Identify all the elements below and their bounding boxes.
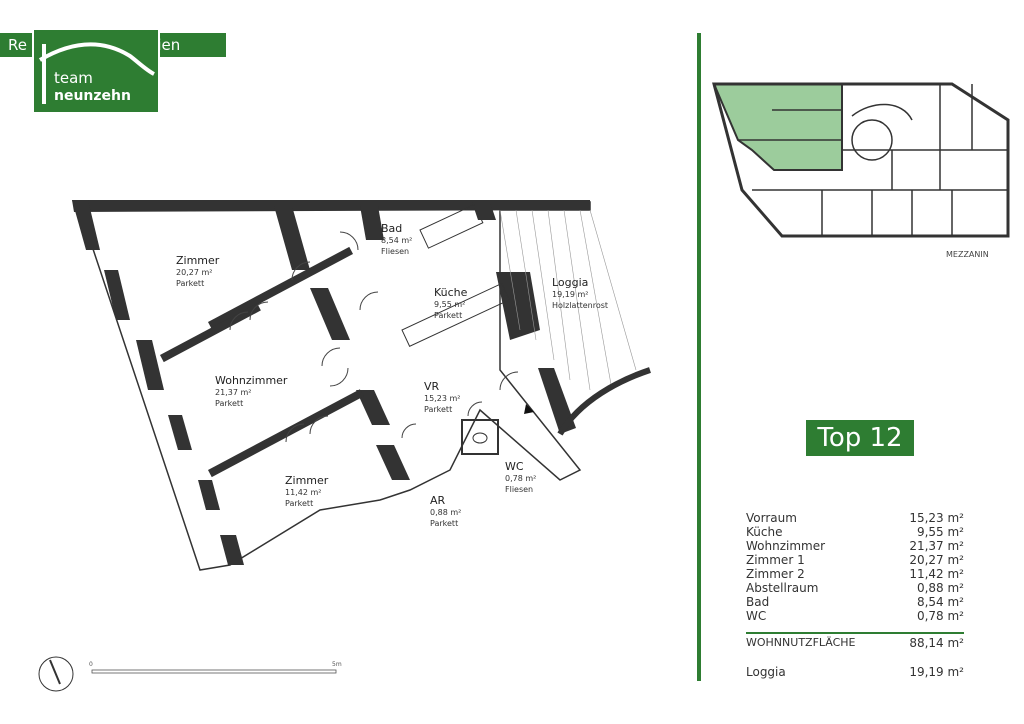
area-label: Vorraum	[746, 511, 797, 525]
room-loggia: Loggia 19,19 m² Holzlattenrost	[552, 276, 608, 311]
room-floor: Parkett	[285, 499, 314, 508]
room-ar: AR 0,88 m² Parkett	[430, 494, 461, 529]
room-floor: Holzlattenrost	[552, 301, 609, 310]
scale-end: 5m	[332, 661, 342, 668]
room-area: 21,37 m²	[215, 388, 252, 397]
unit-title: Top 12	[806, 420, 914, 456]
room-wohnzimmer: Wohnzimmer 21,37 m² Parkett	[215, 374, 287, 409]
room-name: VR	[424, 380, 440, 393]
area-value: 8,54 m²	[916, 595, 964, 609]
room-area: 20,27 m²	[176, 268, 213, 277]
room-floor: Fliesen	[381, 247, 410, 256]
header-text-left: Re	[8, 36, 27, 54]
key-plan	[712, 82, 1010, 238]
loggia-value: 19,19 m²	[909, 665, 964, 679]
room-floor: Fliesen	[505, 485, 534, 494]
area-value: 15,23 m²	[909, 511, 964, 525]
room-name: WC	[505, 460, 524, 473]
room-kueche: Küche 9,55 m² Parkett	[434, 286, 467, 321]
scale-bar	[91, 669, 337, 674]
room-name: Küche	[434, 286, 468, 299]
room-zimmer-1: Zimmer 20,27 m² Parkett	[176, 254, 219, 289]
room-zimmer-2: Zimmer 11,42 m² Parkett	[285, 474, 328, 509]
area-label: WC	[746, 609, 767, 623]
total-rule	[746, 632, 964, 634]
room-area: 0,78 m²	[505, 474, 537, 483]
room-name: AR	[430, 494, 446, 507]
total-value: 88,14 m²	[909, 636, 964, 650]
room-bad: Bad 8,54 m² Fliesen	[381, 222, 412, 257]
room-wc: WC 0,78 m² Fliesen	[505, 460, 536, 495]
area-value: 0,78 m²	[916, 609, 964, 623]
north-arrow-icon	[38, 656, 74, 692]
area-value: 0,88 m²	[916, 581, 964, 595]
room-name: Loggia	[552, 276, 589, 289]
divider	[697, 33, 701, 681]
area-value: 11,42 m²	[909, 567, 964, 581]
room-floor: Parkett	[424, 405, 453, 414]
total-label: WOHNNUTZFLÄCHE	[746, 636, 856, 649]
scale-start: 0	[89, 661, 93, 668]
room-floor: Parkett	[434, 311, 463, 320]
room-area: 15,23 m²	[424, 394, 461, 403]
room-floor: Parkett	[430, 519, 459, 528]
area-value: 9,55 m²	[916, 525, 964, 539]
room-area: 8,54 m²	[381, 236, 413, 245]
floor-plan	[72, 200, 651, 571]
room-area: 0,88 m²	[430, 508, 462, 517]
company-logo: team neunzehn	[32, 28, 160, 114]
logo-line2: neunzehn	[54, 88, 131, 104]
area-label: Zimmer 1	[746, 553, 805, 567]
area-value: 20,27 m²	[909, 553, 964, 567]
area-label: Wohnzimmer	[746, 539, 826, 553]
room-floor: Parkett	[176, 279, 205, 288]
room-name: Zimmer	[176, 254, 220, 267]
area-label: Abstellraum	[746, 581, 819, 595]
room-vr: VR 15,23 m² Parkett	[424, 380, 460, 415]
area-label: Küche	[746, 525, 783, 539]
area-value: 21,37 m²	[909, 539, 964, 553]
room-area: 19,19 m²	[552, 290, 589, 299]
area-label: Zimmer 2	[746, 567, 805, 581]
room-area: 9,55 m²	[434, 300, 466, 309]
keyplan-label: MEZZANIN	[946, 250, 989, 259]
logo-line1: team	[54, 69, 93, 87]
room-floor: Parkett	[215, 399, 244, 408]
room-name: Bad	[381, 222, 403, 235]
room-area: 11,42 m²	[285, 488, 322, 497]
room-name: Wohnzimmer	[215, 374, 288, 387]
loggia-label: Loggia	[746, 665, 786, 679]
area-label: Bad	[746, 595, 770, 609]
room-name: Zimmer	[285, 474, 329, 487]
